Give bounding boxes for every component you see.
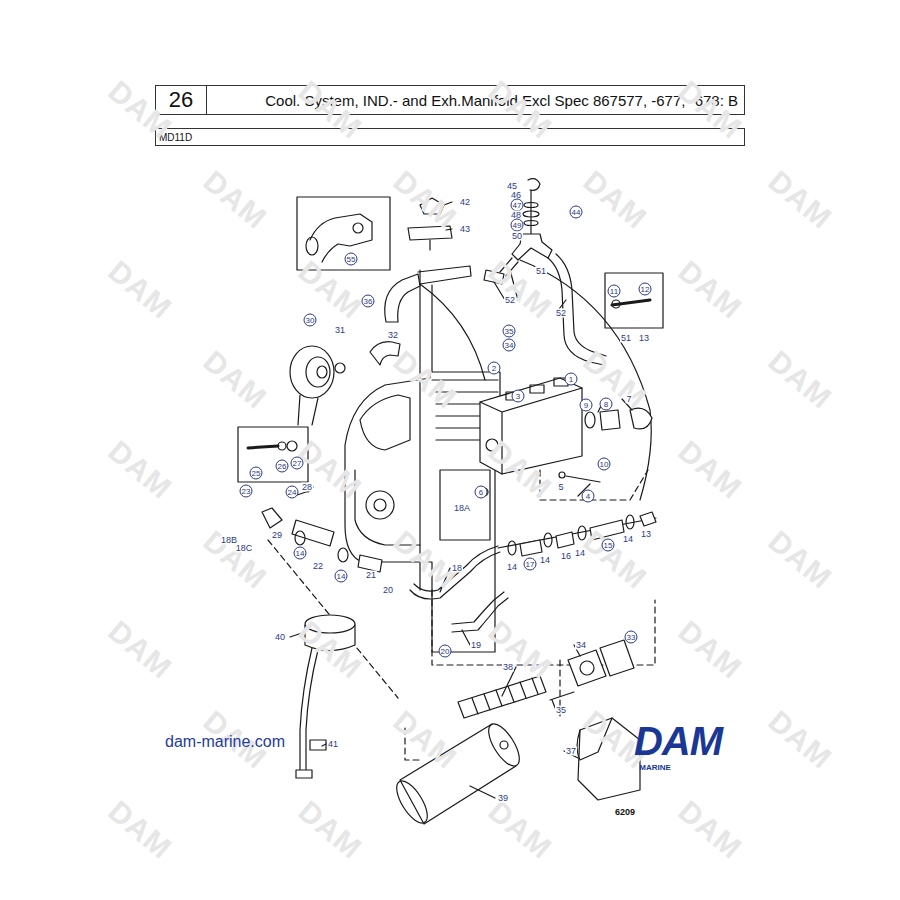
watermark: DAM <box>763 166 837 235</box>
callout-number: 6 <box>475 486 488 499</box>
callout-number: 14 <box>294 547 307 560</box>
callout-number: 52 <box>555 309 567 318</box>
watermark: DAM <box>388 166 462 235</box>
callout-number: 31 <box>334 326 346 335</box>
callout-number: 14 <box>539 556 551 565</box>
brand-subtitle: MARINE <box>639 764 671 772</box>
callout-number: 2 <box>488 362 501 375</box>
callout-number: 4 <box>582 490 595 503</box>
callout-number: 25 <box>250 467 263 480</box>
callout-number: 14 <box>574 549 586 558</box>
callout-number: 36 <box>362 295 375 308</box>
callout-number: 18C <box>235 544 254 553</box>
watermark: DAM <box>673 616 747 685</box>
callout-number: 55 <box>345 253 358 266</box>
callout-number: 34 <box>575 641 587 650</box>
callout-number: 29 <box>271 531 283 540</box>
callout-number: 32 <box>387 331 399 340</box>
callout-number: 1 <box>565 373 578 386</box>
callout-number: 35 <box>503 325 516 338</box>
callout-number: 13 <box>640 530 652 539</box>
watermark: DAM <box>198 346 272 415</box>
watermark: DAM <box>103 256 177 325</box>
watermark: DAM <box>763 706 837 775</box>
watermark: DAM <box>103 616 177 685</box>
callout-number: 24 <box>286 486 299 499</box>
callout-number: 18A <box>453 504 471 513</box>
callout-number: 28 <box>301 483 313 492</box>
callout-number: 8 <box>600 398 613 411</box>
watermark: DAM <box>673 256 747 325</box>
callout-number: 41 <box>327 740 339 749</box>
watermark: DAM <box>293 796 367 865</box>
box-text: 26 <box>169 87 193 113</box>
callout-number: 3 <box>512 390 525 403</box>
callout-number: 23 <box>240 485 253 498</box>
callout-number: 43 <box>459 225 471 234</box>
watermark: DAM <box>483 796 557 865</box>
watermark: DAM <box>763 526 837 595</box>
callout-number: 39 <box>497 794 509 803</box>
callout-number: 7 <box>625 395 632 404</box>
watermark: DAM <box>763 346 837 415</box>
callout-number: 14 <box>335 570 348 583</box>
callout-number: 42 <box>459 198 471 207</box>
callout-number: 37 <box>565 747 577 756</box>
callout-number: 18 <box>451 564 463 573</box>
model-box: MD11D <box>155 128 745 146</box>
callout-number: 14 <box>506 563 518 572</box>
callout-number: 21 <box>365 571 377 580</box>
callout-number: 12 <box>639 283 652 296</box>
callout-number: 11 <box>608 285 621 298</box>
callout-number: 5 <box>557 483 564 492</box>
callout-number: 33 <box>625 631 638 644</box>
watermark: DAM <box>483 616 557 685</box>
callout-number: 20 <box>382 586 394 595</box>
callout-number: 49 <box>511 219 524 232</box>
title-box: Cool. System, IND.- and Exh.Manifold Exc… <box>206 85 745 115</box>
figure-number: 6209 <box>615 808 635 817</box>
callout-number: 40 <box>274 633 286 642</box>
watermark: DAM <box>673 796 747 865</box>
callout-number: 44 <box>570 206 583 219</box>
watermark: DAM <box>673 436 747 505</box>
callout-number: 27 <box>291 457 304 470</box>
callout-number: 13 <box>638 334 650 343</box>
callout-number: 34 <box>503 339 516 352</box>
callout-number: 26 <box>276 460 289 473</box>
watermark: DAM <box>103 796 177 865</box>
brand-logo: DAM <box>634 721 722 761</box>
watermark: DAM <box>198 166 272 235</box>
callout-number: 38 <box>502 663 514 672</box>
callout-number: 51 <box>535 267 547 276</box>
callout-number: 52 <box>504 296 516 305</box>
callout-number: 16 <box>560 552 572 561</box>
callout-number: 14 <box>622 535 634 544</box>
callout-number: 19 <box>470 641 482 650</box>
callout-number: 51 <box>620 334 632 343</box>
callout-number: 22 <box>312 562 324 571</box>
watermark: DAM <box>578 166 652 235</box>
watermark: DAM <box>103 436 177 505</box>
callout-number: 30 <box>304 314 317 327</box>
website-url: dam-marine.com <box>165 734 285 750</box>
callout-number: 50 <box>511 232 523 241</box>
callout-number: 17 <box>524 558 537 571</box>
callout-number: 10 <box>598 458 611 471</box>
callout-number: 20 <box>439 645 452 658</box>
callout-number: 45 <box>506 182 518 191</box>
callout-number: 9 <box>580 399 593 412</box>
callout-number: 35 <box>555 706 567 715</box>
callout-number: 15 <box>602 539 615 552</box>
